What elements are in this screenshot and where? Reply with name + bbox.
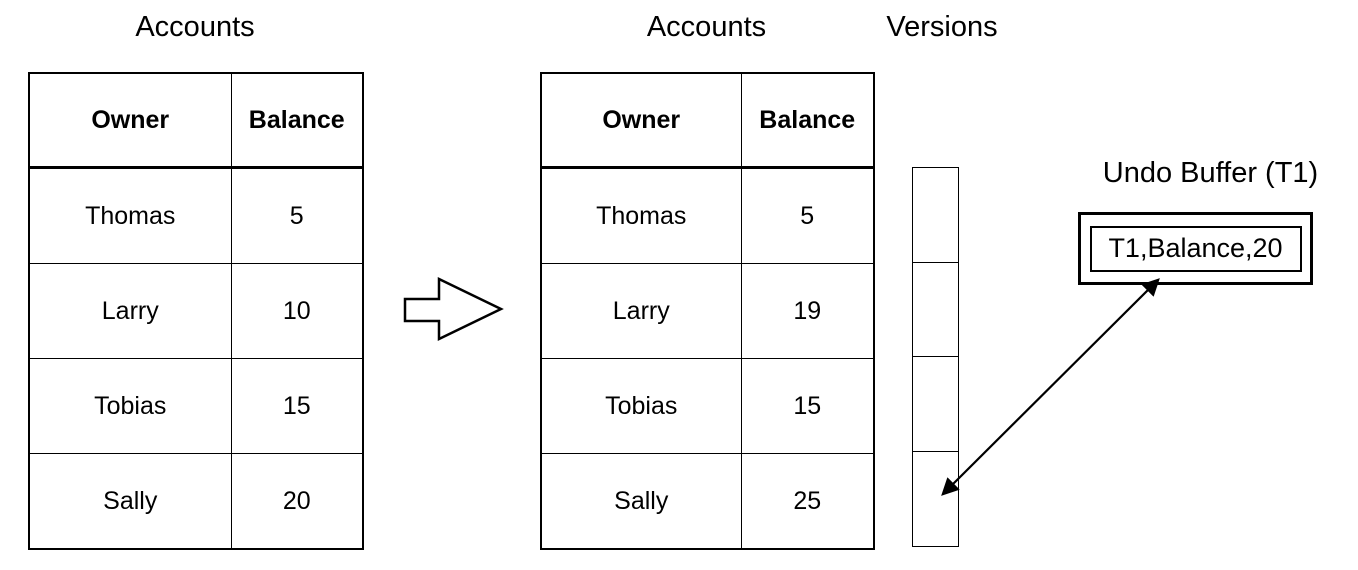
owner-cell: Tobias [28,358,232,454]
versions-column [912,167,959,547]
owner-cell: Tobias [540,358,742,454]
before-table-title: Accounts [135,11,255,43]
version-cell [913,357,958,452]
balance-cell-updated: 25 [740,453,875,550]
after-accounts-table: Owner Balance Thomas 5 Larry 19 Tobias 1… [540,72,875,550]
version-to-undo-arrow-icon [941,278,1160,496]
table-row: Sally 25 [540,453,875,550]
table-row: Thomas 5 [540,167,875,264]
balance-cell: 5 [740,167,875,264]
owner-cell: Thomas [28,167,232,264]
owner-cell: Larry [540,263,742,359]
owner-cell: Thomas [540,167,742,264]
balance-column-header: Balance [230,72,364,169]
owner-cell: Sally [540,453,742,550]
owner-column-header: Owner [28,72,232,169]
table-row: Tobias 15 [540,358,875,454]
table-row: Thomas 5 [28,167,364,264]
before-accounts-table: Owner Balance Thomas 5 Larry 10 Tobias 1… [28,72,364,550]
balance-column-header: Balance [740,72,875,169]
version-cell [913,263,958,357]
undo-buffer-entry: T1,Balance,20 [1089,225,1302,272]
after-table-title: Accounts [646,11,767,43]
table-row: Sally 20 [28,453,364,550]
balance-cell: 10 [230,263,364,359]
balance-cell: 20 [230,453,364,550]
table-row: Tobias 15 [28,358,364,454]
undo-buffer-box: T1,Balance,20 [1078,212,1313,285]
version-cell [913,452,958,547]
table-header-row: Owner Balance [540,72,875,169]
versions-title: Versions [886,11,998,43]
owner-cell: Sally [28,453,232,550]
balance-cell: 15 [230,358,364,454]
version-cell [913,168,958,263]
balance-cell: 15 [740,358,875,454]
undo-buffer-title: Undo Buffer (T1) [1102,157,1319,189]
table-row: Larry 10 [28,263,364,359]
table-row: Larry 19 [540,263,875,359]
owner-cell: Larry [28,263,232,359]
balance-cell: 19 [740,263,875,359]
transition-block-arrow-icon [403,277,504,341]
owner-column-header: Owner [540,72,742,169]
table-header-row: Owner Balance [28,72,364,169]
balance-cell: 5 [230,167,364,264]
